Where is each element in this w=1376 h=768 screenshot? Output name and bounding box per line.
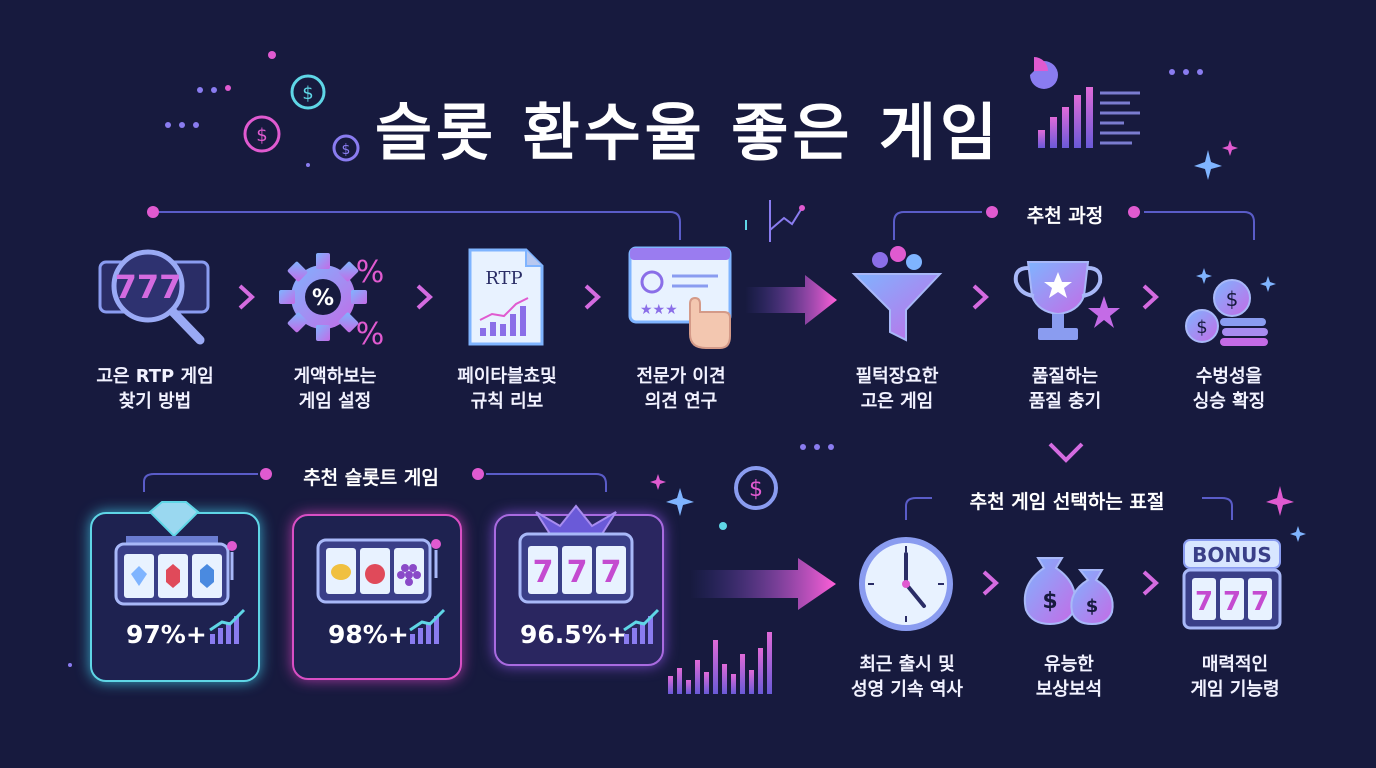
- bar-chart-icon: [1030, 57, 1140, 148]
- svg-text:$: $: [749, 477, 763, 502]
- svg-text:7: 7: [567, 555, 588, 590]
- svg-text:★★★: ★★★: [640, 302, 678, 318]
- svg-text:$: $: [302, 83, 313, 104]
- svg-text:%: %: [356, 255, 385, 290]
- coins-icon: $ $: [1185, 268, 1276, 346]
- svg-text:7: 7: [601, 555, 622, 590]
- recommended-label: 추천 슬롯트 게임: [303, 467, 439, 489]
- svg-text:7: 7: [1195, 587, 1213, 617]
- svg-text:$: $: [256, 125, 267, 146]
- chevron-down-icon: [1048, 442, 1084, 463]
- clock-icon: [859, 537, 953, 631]
- money-bag-icon: $ $: [1023, 557, 1114, 626]
- growth-chart-icon: [409, 608, 446, 644]
- fruit-slot-icon: [316, 538, 441, 604]
- arrow-right-icon: [690, 558, 836, 610]
- process-label: 추천 과정: [1026, 205, 1104, 227]
- selection-connector: [905, 497, 1233, 520]
- svg-text:7: 7: [1223, 587, 1241, 617]
- bonus-text: BONUS: [1192, 543, 1272, 567]
- chevron-right-icon: [982, 570, 999, 596]
- page-title: 슬롯 환수율 좋은 게임: [374, 96, 1002, 169]
- svg-text:$: $: [1086, 596, 1099, 617]
- svg-text:7: 7: [533, 555, 554, 590]
- magnifier-slot-icon: 777: [98, 249, 210, 345]
- sparkle-icon: [1194, 140, 1238, 180]
- bonus-slot-icon: BONUS 7 7 7: [1182, 539, 1282, 630]
- expert-review-icon: ★★★: [628, 246, 732, 349]
- chevron-right-icon: [1142, 570, 1159, 596]
- diamond-slot-icon: [114, 501, 237, 606]
- dollar-coin-icon: $: [734, 466, 778, 510]
- growth-chart-icon: [209, 608, 246, 644]
- recommended-connector: [143, 468, 607, 492]
- growth-chart-icon: [623, 608, 660, 644]
- crown-slot-icon: 7 7 7: [518, 504, 634, 604]
- sparkle-icon: [1266, 486, 1306, 542]
- svg-text:7: 7: [1251, 587, 1269, 617]
- rtp-text: RTP: [485, 268, 522, 289]
- connector-line: [147, 206, 681, 240]
- rtp-document-icon: RTP: [468, 248, 544, 346]
- chevron-right-icon: [238, 284, 255, 310]
- rtp-percent: 97%+: [126, 620, 207, 649]
- bar-chart-icon: [668, 632, 772, 694]
- chevron-right-icon: [584, 284, 601, 310]
- svg-text:$: $: [1196, 317, 1207, 338]
- selection-label: 추천 게임 선택하는 표절: [969, 491, 1165, 513]
- svg-text:%: %: [356, 317, 385, 352]
- svg-text:$: $: [342, 142, 351, 158]
- chevron-right-icon: [972, 284, 989, 310]
- arrow-right-icon: [745, 275, 837, 325]
- funnel-icon: [851, 246, 943, 342]
- rtp-percent: 96.5%+: [520, 620, 628, 649]
- chevron-right-icon: [416, 284, 433, 310]
- svg-text:777: 777: [115, 268, 182, 306]
- svg-text:$: $: [1226, 287, 1239, 311]
- chevron-right-icon: [1142, 284, 1159, 310]
- process-connector: [893, 206, 1255, 240]
- svg-text:%: %: [312, 286, 334, 311]
- rtp-percent: 98%+: [328, 620, 409, 649]
- svg-text:$: $: [1042, 589, 1057, 614]
- dollar-coin-icon: $ $ $: [243, 74, 360, 162]
- trophy-icon: [1013, 261, 1120, 340]
- gear-percent-icon: % % %: [279, 253, 385, 352]
- sparkle-icon: [650, 474, 694, 516]
- line-chart-icon: [745, 200, 805, 242]
